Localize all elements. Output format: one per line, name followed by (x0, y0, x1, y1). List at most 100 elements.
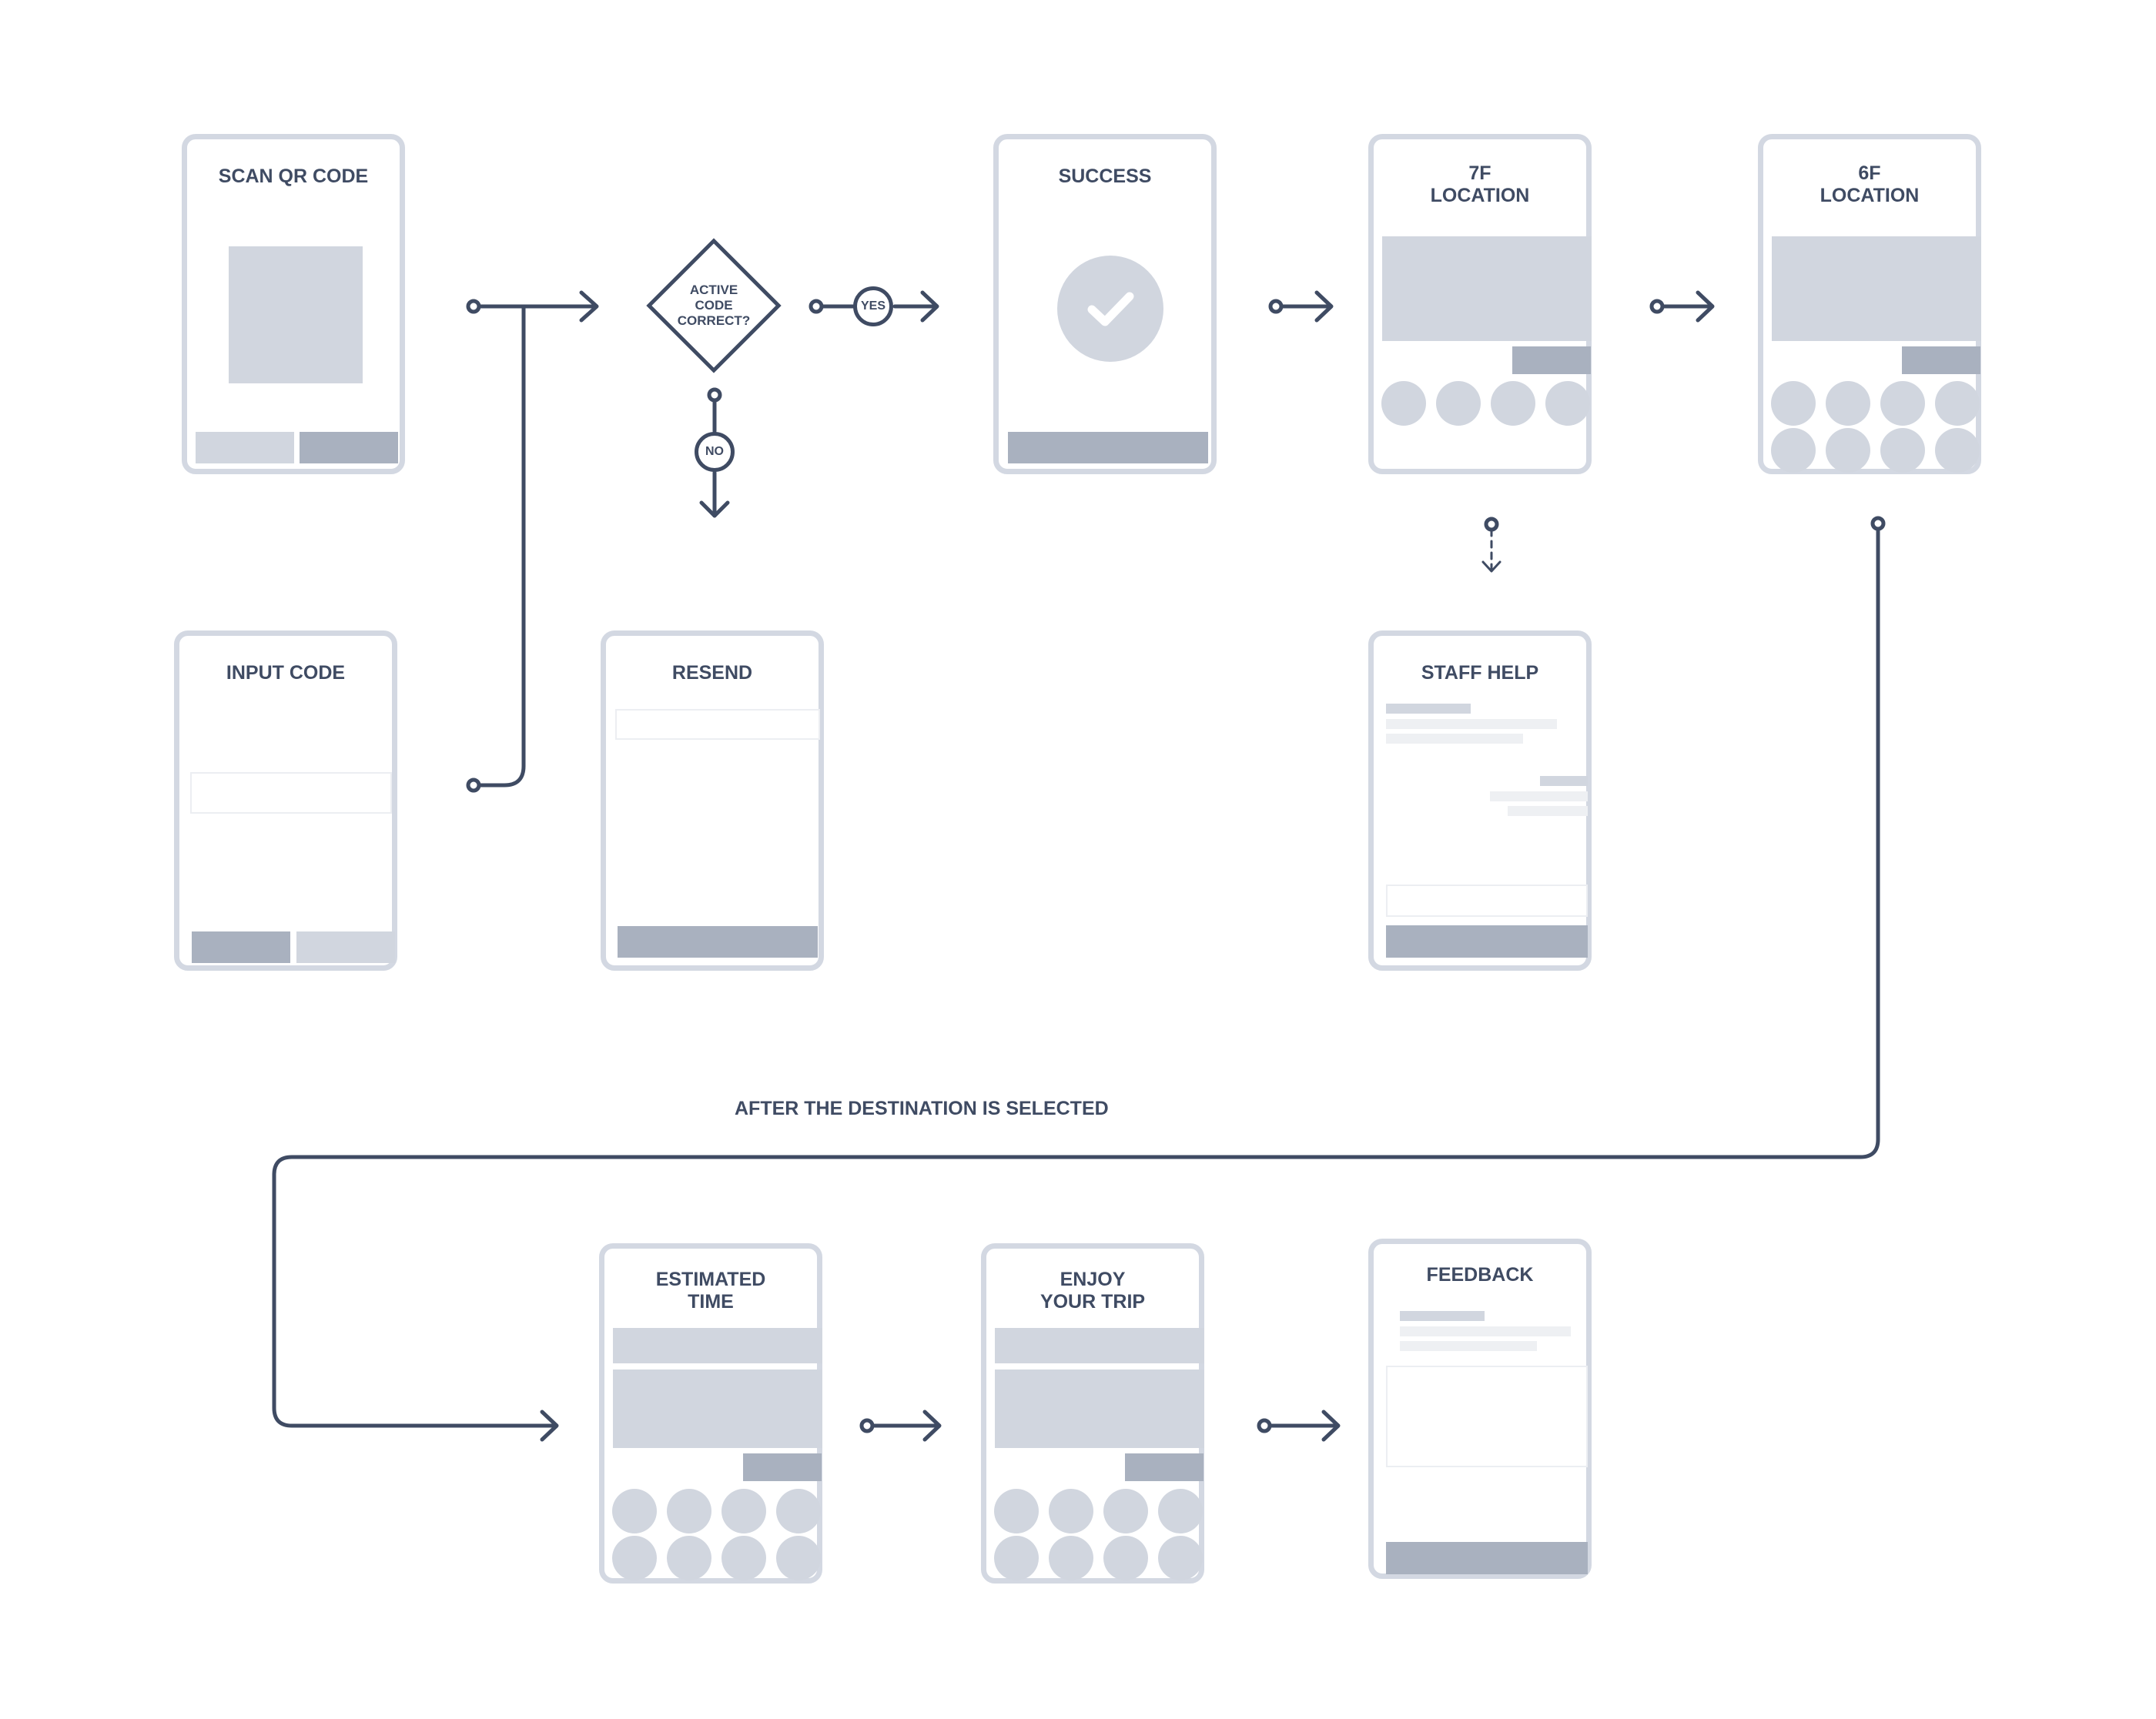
resend-input-field[interactable] (615, 709, 820, 740)
screen-title: ESTIMATED TIME (655, 1269, 766, 1313)
option-circle[interactable] (667, 1489, 711, 1533)
option-circle[interactable] (1545, 381, 1590, 426)
map-placeholder (1382, 236, 1592, 341)
option-circle[interactable] (1935, 428, 1980, 473)
arrow-head (579, 290, 599, 323)
screen-title: ENJOY YOUR TRIP (1040, 1269, 1146, 1313)
time-banner-placeholder (613, 1328, 822, 1363)
arrow-head (540, 1410, 559, 1442)
option-circle[interactable] (1381, 381, 1426, 426)
option-circle[interactable] (1771, 381, 1816, 426)
decision-label: ACTIVE CODE CORRECT? (677, 283, 751, 328)
checkmark-icon (1087, 292, 1134, 326)
option-circle[interactable] (1826, 428, 1870, 473)
primary-button[interactable] (618, 926, 818, 958)
secondary-button[interactable] (196, 432, 294, 463)
option-circle[interactable] (1158, 1536, 1203, 1580)
option-circle[interactable] (1880, 381, 1925, 426)
time-banner-placeholder (995, 1328, 1204, 1363)
option-circle[interactable] (1049, 1489, 1093, 1533)
message-input-field[interactable] (1386, 885, 1588, 917)
no-label: NO (695, 432, 735, 472)
qr-code-placeholder (229, 246, 363, 383)
screen-estimated-time: ESTIMATED TIME (599, 1243, 822, 1584)
map-placeholder (995, 1370, 1204, 1448)
option-circle[interactable] (1771, 428, 1816, 473)
option-circle[interactable] (667, 1536, 711, 1580)
message-placeholder (1386, 704, 1471, 714)
option-circle[interactable] (721, 1489, 766, 1533)
primary-button[interactable] (192, 931, 290, 963)
feedback-textarea[interactable] (1386, 1366, 1588, 1467)
option-circle[interactable] (1049, 1536, 1093, 1580)
screen-staff-help: STAFF HELP (1368, 630, 1592, 971)
screen-title: INPUT CODE (226, 662, 346, 684)
message-placeholder (1386, 719, 1557, 729)
connector-start-dot (1484, 517, 1499, 532)
option-circle[interactable] (612, 1536, 657, 1580)
submit-button[interactable] (1386, 1542, 1588, 1574)
after-destination-note: AFTER THE DESTINATION IS SELECTED (735, 1098, 1109, 1119)
option-circle[interactable] (994, 1489, 1039, 1533)
option-circle[interactable] (1158, 1489, 1203, 1533)
secondary-button[interactable] (296, 931, 395, 963)
option-circle[interactable] (776, 1536, 821, 1580)
screen-resend: RESEND (601, 630, 824, 971)
arrow-head (920, 290, 939, 323)
question-placeholder (1400, 1311, 1485, 1321)
question-placeholder (1400, 1341, 1537, 1351)
option-circle[interactable] (994, 1536, 1039, 1580)
small-button[interactable] (743, 1453, 822, 1481)
arrow-head (1696, 290, 1715, 323)
screen-title: STAFF HELP (1421, 662, 1539, 684)
message-placeholder (1386, 734, 1523, 744)
code-input-field[interactable] (190, 772, 392, 814)
question-placeholder (1400, 1326, 1571, 1336)
option-circle[interactable] (1103, 1489, 1148, 1533)
map-placeholder (1772, 236, 1981, 341)
reply-placeholder (1490, 791, 1588, 801)
connector-6f-to-estimated-time (272, 527, 1880, 1428)
reply-placeholder (1540, 776, 1588, 786)
small-button[interactable] (1902, 346, 1980, 374)
option-circle[interactable] (1826, 381, 1870, 426)
screen-title: RESEND (671, 662, 753, 684)
arrow-head (1481, 560, 1502, 573)
primary-button[interactable] (300, 432, 398, 463)
arrow-head (1321, 1410, 1341, 1442)
option-circle[interactable] (1436, 381, 1481, 426)
small-button[interactable] (1125, 1453, 1204, 1481)
screen-enjoy-your-trip: ENJOY YOUR TRIP (981, 1243, 1204, 1584)
connector-start-dot (466, 778, 481, 793)
screen-6f-location: 6F LOCATION (1758, 134, 1981, 474)
arrow-head (699, 500, 730, 518)
option-circle[interactable] (1880, 428, 1925, 473)
arrow-head (1314, 290, 1334, 323)
screen-scan-qr-code: SCAN QR CODE (182, 134, 405, 474)
yes-label: YES (853, 286, 893, 326)
screen-7f-location: 7F LOCATION (1368, 134, 1592, 474)
option-circle[interactable] (1103, 1536, 1148, 1580)
screen-title: 6F LOCATION (1820, 162, 1920, 206)
option-circle[interactable] (721, 1536, 766, 1580)
map-placeholder (613, 1370, 822, 1448)
option-circle[interactable] (612, 1489, 657, 1533)
success-circle (1057, 256, 1163, 362)
option-circle[interactable] (1935, 381, 1980, 426)
send-button[interactable] (1386, 925, 1588, 958)
screen-title: SUCCESS (1058, 166, 1152, 187)
screen-title: 7F LOCATION (1430, 162, 1530, 206)
option-circle[interactable] (1491, 381, 1535, 426)
small-button[interactable] (1512, 346, 1591, 374)
arrow-head (922, 1410, 942, 1442)
option-circle[interactable] (776, 1489, 821, 1533)
screen-feedback: FEEDBACK (1368, 1239, 1592, 1579)
screen-input-code: INPUT CODE (174, 630, 397, 971)
screen-title: SCAN QR CODE (218, 166, 369, 187)
screen-success: SUCCESS (993, 134, 1217, 474)
primary-button[interactable] (1008, 432, 1208, 463)
connector-input-to-decision (477, 304, 526, 788)
screen-title: FEEDBACK (1426, 1264, 1534, 1286)
reply-placeholder (1508, 806, 1588, 816)
